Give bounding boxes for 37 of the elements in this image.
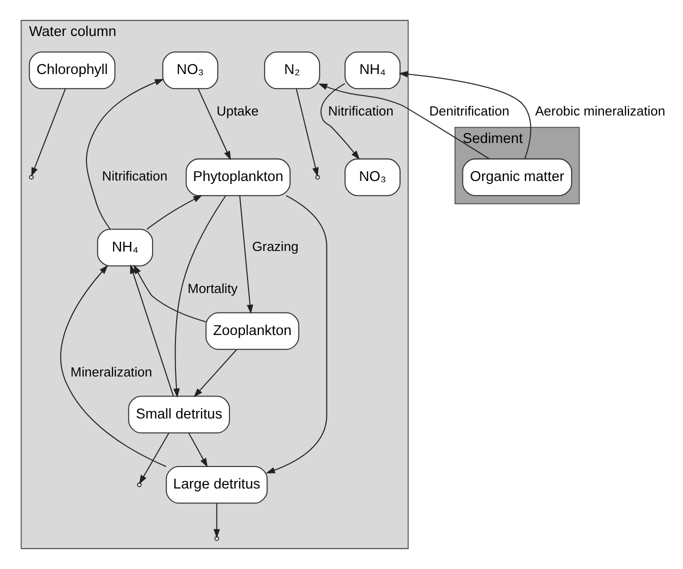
edge-label: Denitrification xyxy=(428,104,509,119)
arrow xyxy=(30,88,66,177)
arrow xyxy=(238,196,253,314)
node-box: N₂ xyxy=(264,52,320,90)
arrow xyxy=(193,349,236,398)
node-box: Chlorophyll xyxy=(28,52,115,90)
arrow xyxy=(172,195,226,398)
arrow xyxy=(265,195,327,474)
edge-label: Nitrification xyxy=(328,104,394,119)
arrow xyxy=(197,88,230,160)
arrow xyxy=(85,78,164,230)
arrow xyxy=(318,84,490,160)
node-box: NH₄ xyxy=(344,52,400,90)
edge-label: Mineralization xyxy=(70,364,152,380)
node-box: Organic matter xyxy=(462,158,572,196)
node-box: Small detritus xyxy=(128,396,230,434)
arrow xyxy=(146,195,202,230)
arrow xyxy=(133,264,206,322)
node-box: NH₄ xyxy=(96,228,153,266)
node-box: NO₃ xyxy=(162,52,218,90)
edge-label: Mortality xyxy=(187,280,238,296)
edge-label: Aerobic mineralization xyxy=(534,104,665,119)
node-box: Zooplankton xyxy=(205,312,299,350)
arrow xyxy=(213,503,220,538)
arrow xyxy=(320,83,360,160)
edge-label: Nitrification xyxy=(102,168,167,184)
edge-label: Uptake xyxy=(216,104,258,119)
node-box: Large detritus xyxy=(165,466,268,504)
arrow xyxy=(295,88,318,177)
node-box: NO₃ xyxy=(344,158,400,196)
arrow xyxy=(60,265,166,467)
arrow xyxy=(138,432,169,484)
arrow xyxy=(188,432,208,468)
arrow xyxy=(398,71,531,159)
node-box: Phytoplankton xyxy=(185,158,290,196)
edge-label: Grazing xyxy=(252,238,298,254)
arrow xyxy=(130,264,174,396)
